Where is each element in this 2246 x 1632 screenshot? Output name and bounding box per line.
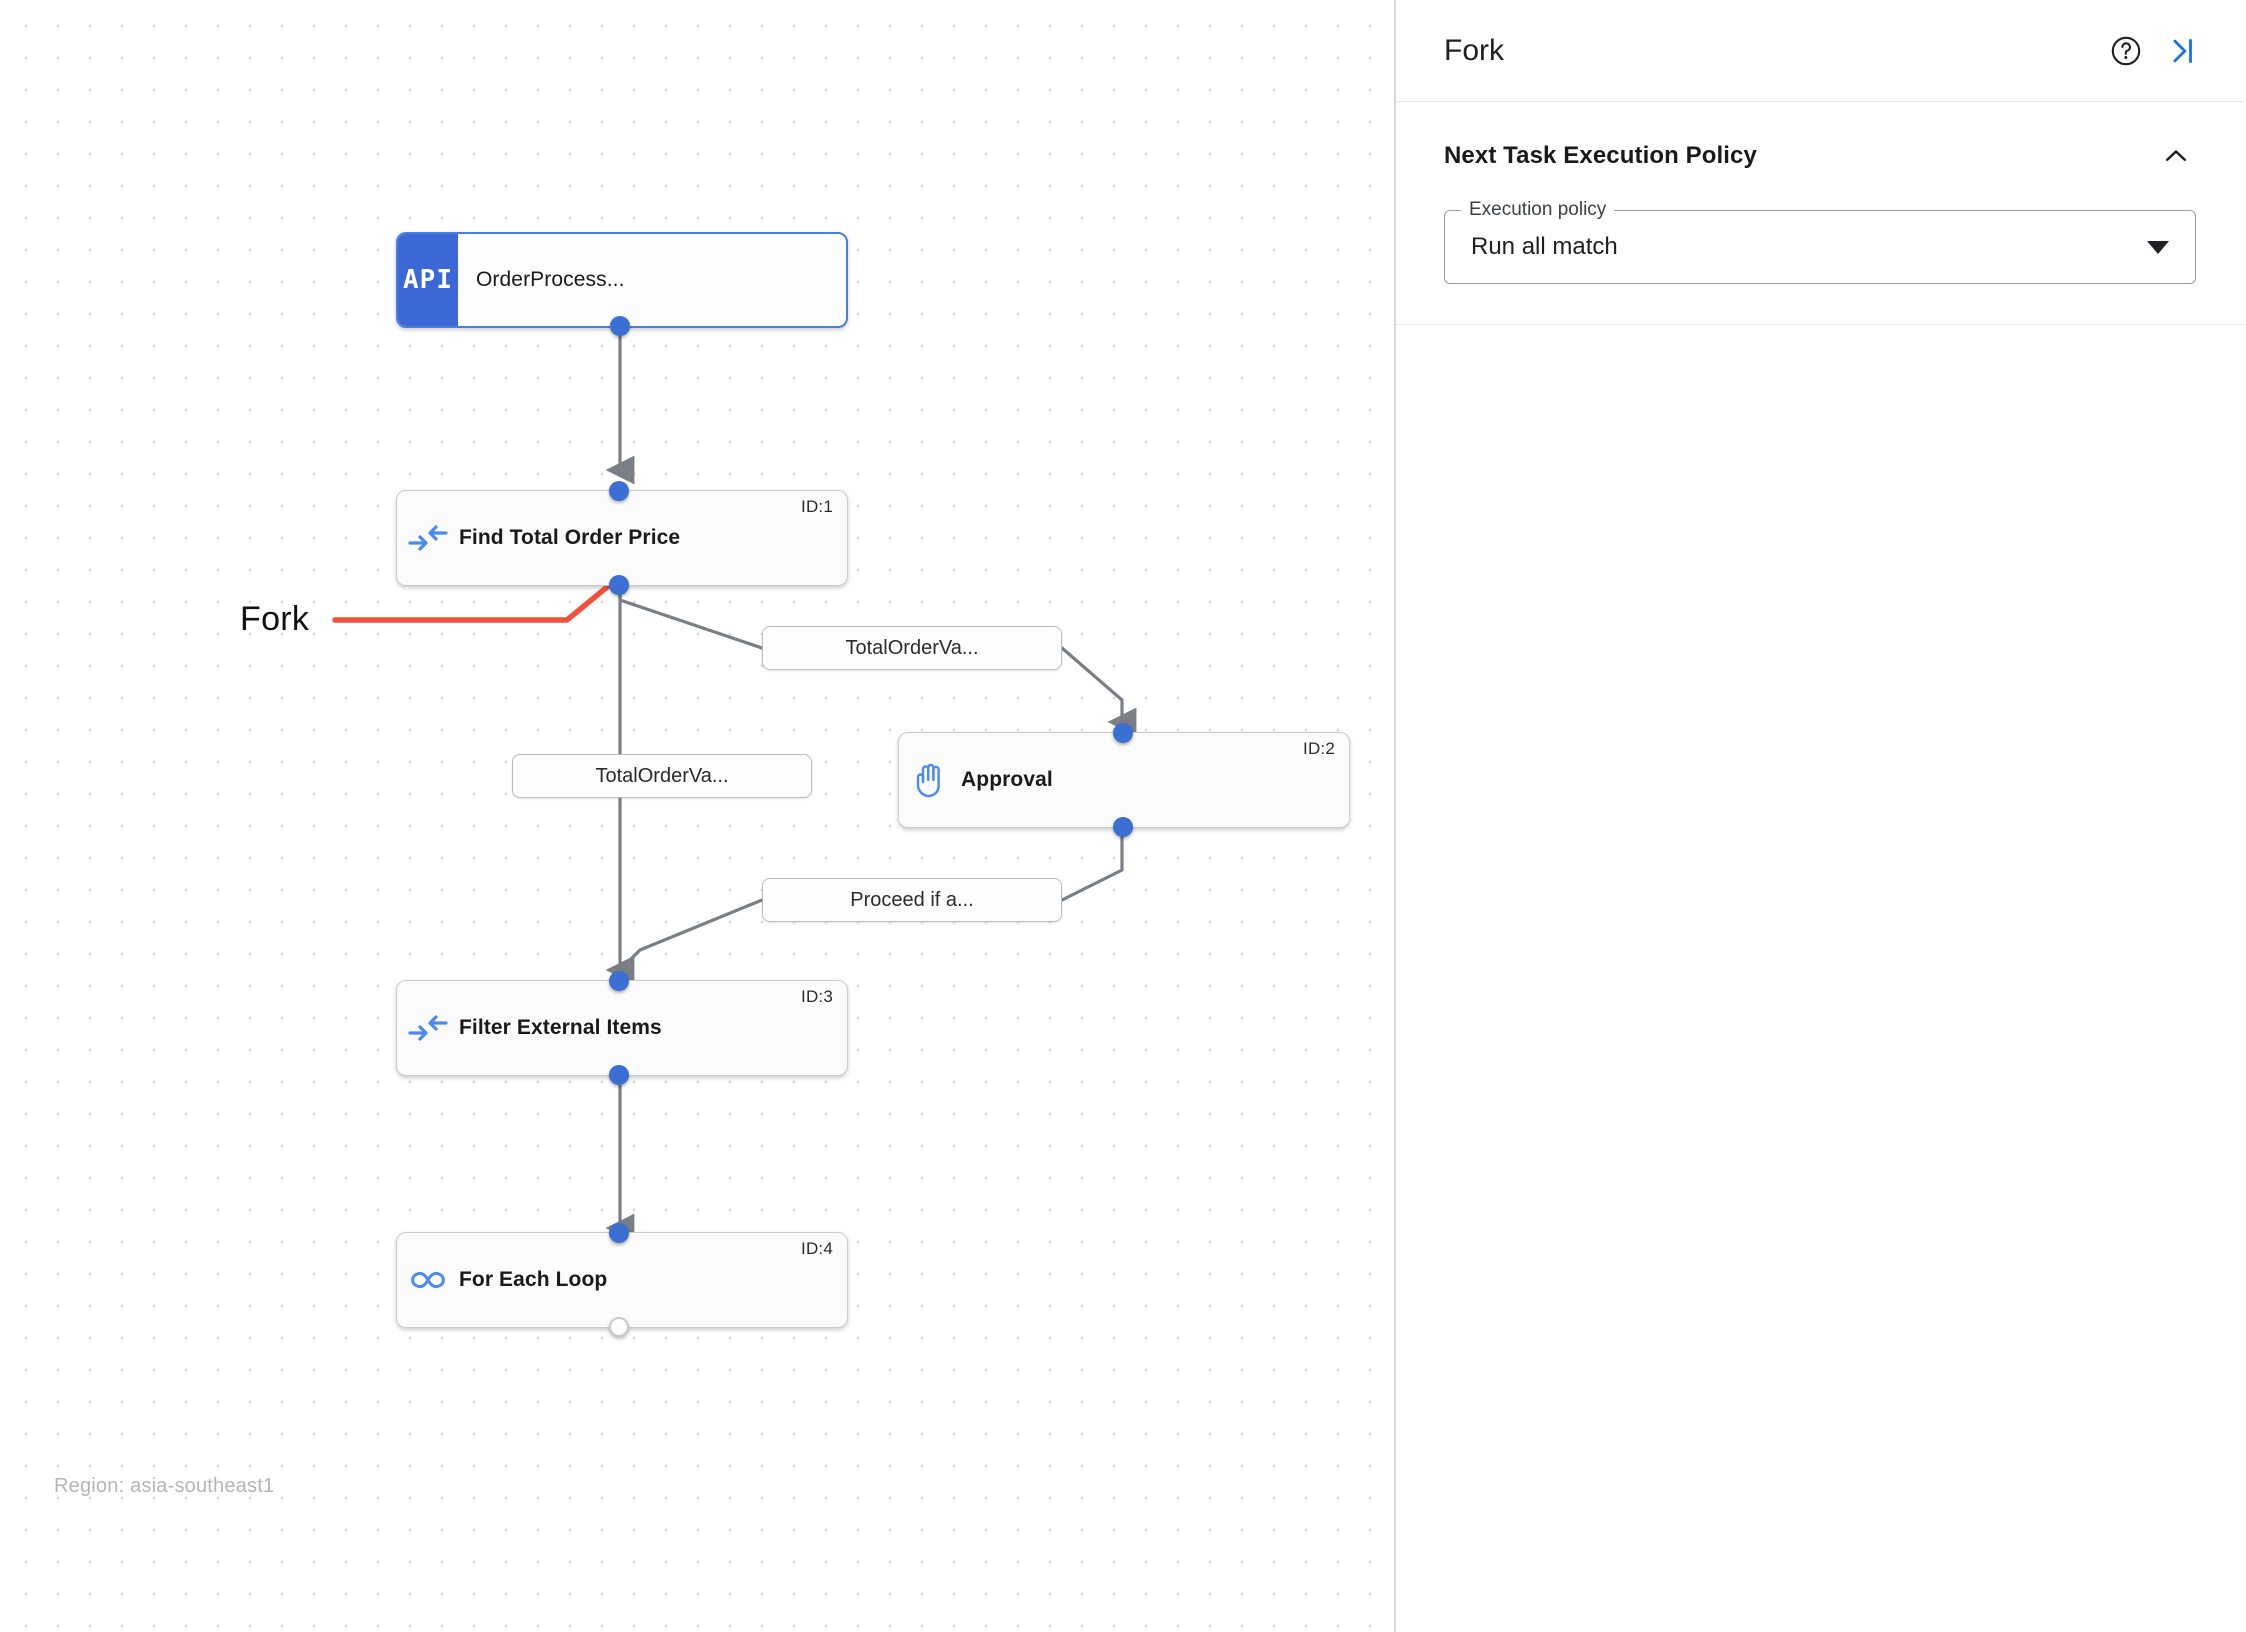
properties-panel: Fork Next Task Execution Po xyxy=(1396,0,2244,1632)
node-body: Approval ID:2 xyxy=(899,733,1349,827)
node-title: For Each Loop xyxy=(459,1268,608,1291)
chevron-down-icon[interactable] xyxy=(2147,240,2169,254)
hand-icon xyxy=(899,762,961,798)
node-order-process[interactable]: API OrderProcess... xyxy=(396,232,848,336)
fork-annotation-label: Fork xyxy=(240,600,310,638)
execution-policy-select[interactable]: Execution policy Run all match xyxy=(1444,199,2196,284)
output-handle[interactable] xyxy=(1113,817,1133,837)
input-handle[interactable] xyxy=(1113,723,1133,743)
node-for-each-loop[interactable]: For Each Loop ID:4 xyxy=(396,1223,848,1337)
edge-label-proceed[interactable]: Proceed if a... xyxy=(762,878,1062,922)
panel-header: Fork xyxy=(1396,0,2244,102)
merge-arrows-icon xyxy=(397,1014,459,1042)
chevron-up-icon[interactable] xyxy=(2156,136,2196,176)
infinity-icon xyxy=(397,1268,459,1292)
output-handle[interactable] xyxy=(609,1065,629,1085)
node-body: For Each Loop ID:4 xyxy=(397,1233,847,1327)
workflow-canvas[interactable]: Fork API OrderProcess... xyxy=(0,0,1396,1632)
node-title: OrderProcess... xyxy=(476,268,625,291)
next-task-execution-policy-section: Next Task Execution Policy Execution pol… xyxy=(1396,102,2244,325)
section-title: Next Task Execution Policy xyxy=(1444,142,1757,169)
node-id-label: ID:3 xyxy=(801,987,833,1006)
node-filter-external-items[interactable]: Filter External Items ID:3 xyxy=(396,971,848,1085)
node-id-label: ID:4 xyxy=(801,1239,833,1258)
output-handle[interactable] xyxy=(610,316,630,336)
edge-label-to-filter[interactable]: TotalOrderVa... xyxy=(512,754,812,798)
execution-policy-label: Execution policy xyxy=(1461,199,1615,221)
input-handle[interactable] xyxy=(609,971,629,991)
collapse-panel-icon[interactable] xyxy=(2154,23,2210,79)
node-body: Find Total Order Price ID:1 xyxy=(397,491,847,585)
merge-arrows-icon xyxy=(397,524,459,552)
node-title: Filter External Items xyxy=(459,1016,662,1039)
node-approval[interactable]: Approval ID:2 xyxy=(898,723,1350,837)
node-id-label: ID:1 xyxy=(801,497,833,516)
panel-title: Fork xyxy=(1444,33,1504,67)
node-title: Approval xyxy=(961,768,1053,791)
input-handle[interactable] xyxy=(609,481,629,501)
execution-policy-value: Run all match xyxy=(1471,233,1618,260)
node-body: Filter External Items ID:3 xyxy=(397,981,847,1075)
node-body: API OrderProcess... xyxy=(398,234,846,326)
node-id-label: ID:2 xyxy=(1303,739,1335,758)
region-label: Region: asia-southeast1 xyxy=(54,1475,275,1497)
edge-label-to-approval[interactable]: TotalOrderVa... xyxy=(762,626,1062,670)
node-find-total-order-price[interactable]: Find Total Order Price ID:1 xyxy=(396,481,848,595)
help-circle-icon[interactable] xyxy=(2098,23,2154,79)
fork-output-handle[interactable] xyxy=(609,575,629,595)
node-title: Find Total Order Price xyxy=(459,526,681,549)
api-badge-icon: API xyxy=(398,234,458,326)
section-header[interactable]: Next Task Execution Policy xyxy=(1444,136,2196,176)
loop-output-handle[interactable] xyxy=(609,1317,629,1337)
input-handle[interactable] xyxy=(609,1223,629,1243)
